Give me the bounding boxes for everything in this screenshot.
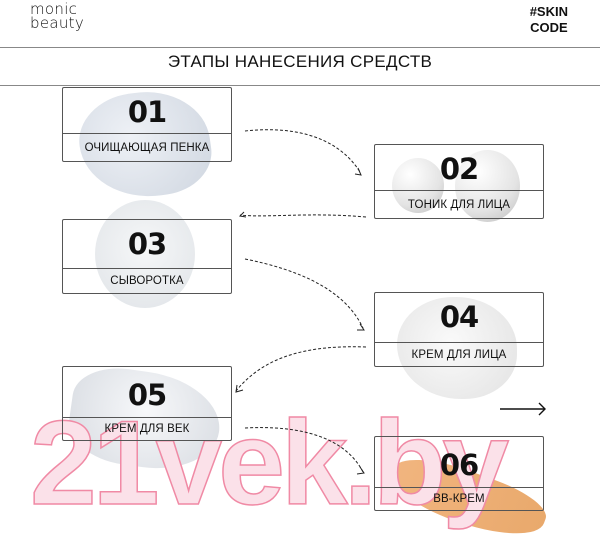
step-number: 05 (127, 378, 167, 412)
arrow-1-2 (244, 129, 361, 173)
divider (375, 487, 543, 488)
logo-line-1: monic (30, 0, 78, 18)
divider (0, 47, 600, 48)
arrow-2-3 (239, 214, 367, 218)
step-card-05: 05 КРЕМ ДЛЯ ВЕК (62, 366, 232, 441)
step-card-04: 04 КРЕМ ДЛЯ ЛИЦА (374, 292, 544, 367)
divider (63, 268, 231, 269)
arrow-right-icon (500, 402, 546, 416)
divider (375, 342, 543, 343)
step-card-03: 03 СЫВОРОТКА (62, 219, 232, 294)
step-number: 06 (439, 448, 479, 482)
step-card-06: 06 ВВ-КРЕМ (374, 436, 544, 511)
skin-code-tag: #SKIN CODE (530, 4, 568, 36)
step-label: КРЕМ ДЛЯ ЛИЦА (411, 348, 507, 361)
divider (63, 133, 231, 134)
toner-drop (392, 158, 444, 213)
tag-line-2: CODE (530, 20, 568, 35)
arrow-4-5 (235, 346, 367, 392)
divider (375, 190, 543, 191)
step-number: 04 (439, 300, 479, 334)
step-label: СЫВОРОТКА (110, 275, 184, 287)
face-cream-swatch (397, 297, 517, 399)
step-card-02: 02 ТОНИК ДЛЯ ЛИЦА (374, 144, 544, 219)
divider (0, 85, 600, 86)
serum-drop (95, 200, 195, 308)
watermark: 21vek.by (29, 396, 510, 530)
arrow-5-6 (244, 427, 364, 473)
step-number: 02 (439, 152, 479, 186)
brand-logo: monic beauty (30, 0, 85, 32)
arrow-3-4 (244, 258, 364, 329)
toner-drop (455, 150, 520, 222)
page-title: ЭТАПЫ НАНЕСЕНИЯ СРЕДСТВ (167, 52, 433, 71)
step-label: ОЧИЩАЮЩАЯ ПЕНКА (84, 141, 210, 154)
logo-line-2: beauty (30, 14, 85, 32)
divider (63, 417, 231, 418)
tag-line-1: #SKIN (529, 4, 568, 19)
step-label: ТОНИК ДЛЯ ЛИЦА (407, 198, 511, 211)
step-number: 01 (127, 95, 167, 129)
step-label: ВВ-КРЕМ (433, 493, 485, 505)
step-label: КРЕМ ДЛЯ ВЕК (104, 423, 190, 435)
step-number: 03 (127, 227, 167, 261)
step-card-01: 01 ОЧИЩАЮЩАЯ ПЕНКА (62, 87, 232, 162)
